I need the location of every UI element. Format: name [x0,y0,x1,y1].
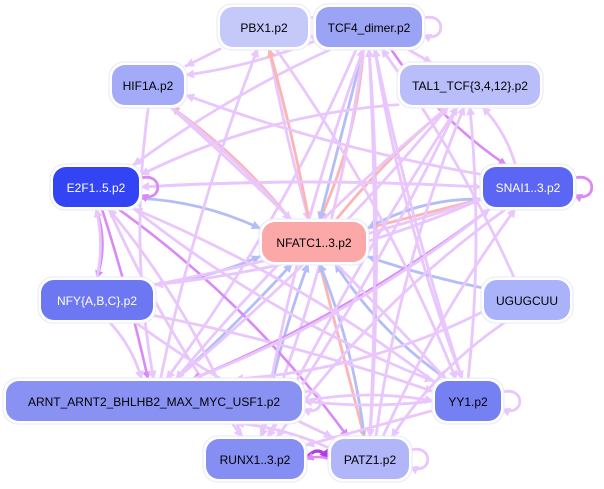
edge-arnt-to-snai [191,207,491,381]
edge-nfatc-to-patz [318,262,367,439]
edge-arnt-to-pbx1 [159,47,259,381]
node-label: RUNX1..3.p2 [220,453,291,467]
edge-e2f-to-yy1 [132,207,435,383]
node-patz[interactable]: PATZ1.p2 [327,435,413,483]
node-arnt[interactable]: ARNT_ARNT2_BHLHB2_MAX_MYC_USF1.p2 [2,377,306,425]
node-pbx1[interactable]: PBX1.p2 [216,3,312,51]
node-box [316,7,422,47]
edge-yy1-to-tal1 [466,105,478,381]
node-label: TCF4_dimer.p2 [328,21,411,35]
edge-yy1-to-tcf4 [372,47,464,381]
node-e2f[interactable]: E2F1..5.p2 [49,163,143,211]
node-label: NFY{A,B,C}.p2 [57,294,137,308]
node-box [6,381,302,421]
self-loop-e2f [137,175,160,203]
edges-layer [93,15,594,475]
edge-arnt-to-yy1 [302,393,435,404]
node-label: PATZ1.p2 [344,453,397,467]
edge-nfy-to-e2f [93,207,103,280]
self-loop-snai [571,175,594,203]
node-box [53,167,139,207]
node-tal1[interactable]: TAL1_TCF{3,4,12}.p2 [396,61,544,109]
node-ugug[interactable]: UGUGCUU [480,276,574,324]
node-hif1a[interactable]: HIF1A.p2 [108,61,188,109]
edge-yy1-to-nfatc [333,262,449,381]
self-loop-patz [407,447,430,475]
edge-snai-to-nfatc [366,197,483,230]
edge-tcf4-to-nfatc [317,47,365,222]
node-label: SNAI1..3.p2 [496,181,561,195]
edge-patz-to-tcf4 [365,47,376,439]
self-loop-arnt [300,389,323,417]
node-snai[interactable]: SNAI1..3.p2 [479,163,577,211]
node-label: HIF1A.p2 [123,79,174,93]
edge-snai-to-e2f [139,180,483,191]
edge-tal1-to-e2f [139,103,400,177]
node-box [206,439,304,479]
node-label: NFATC1..3.p2 [276,236,351,250]
edge-pbx1-to-nfatc [267,47,312,222]
node-box [435,381,501,421]
edge-snai-to-tal1 [481,105,517,167]
self-loop-yy1 [499,389,522,417]
edge-nfy-to-yy1 [153,314,435,394]
edge-ugug-to-arnt [233,310,484,383]
node-label: E2F1..5.p2 [67,181,126,195]
node-label: ARNT_ARNT2_BHLHB2_MAX_MYC_USF1.p2 [28,395,280,409]
node-box [331,439,409,479]
node-box [220,7,308,47]
node-label: PBX1.p2 [240,21,288,35]
node-box [41,280,153,320]
edge-nfy-to-arnt [108,320,144,381]
node-label: YY1.p2 [448,395,488,409]
node-box [400,65,540,105]
node-label: TAL1_TCF{3,4,12}.p2 [412,79,528,93]
node-runx[interactable]: RUNX1..3.p2 [202,435,308,483]
node-yy1[interactable]: YY1.p2 [431,377,505,425]
node-nfatc[interactable]: NFATC1..3.p2 [258,218,370,266]
node-box [484,280,570,320]
edge-pbx1-to-hif1a [184,47,222,68]
node-tcf4[interactable]: TCF4_dimer.p2 [312,3,426,51]
node-label: UGUGCUU [496,294,558,308]
node-box [483,167,573,207]
node-box [262,222,366,262]
edge-nfatc-to-pbx1 [266,47,311,222]
edge-e2f-to-nfatc [139,196,262,230]
edge-tcf4-to-e2f [132,47,333,167]
node-nfy[interactable]: NFY{A,B,C}.p2 [37,276,157,324]
edge-tcf4-to-tal1 [405,47,434,65]
edge-patz-to-runx [304,452,331,461]
edge-hif1a-to-arnt [138,105,157,381]
edge-yy1-to-arnt [302,397,435,407]
node-box [112,65,184,105]
edge-yy1-to-e2f [132,207,435,383]
edge-pbx1-to-yy1 [274,47,458,381]
self-loop-tcf4 [420,15,443,43]
